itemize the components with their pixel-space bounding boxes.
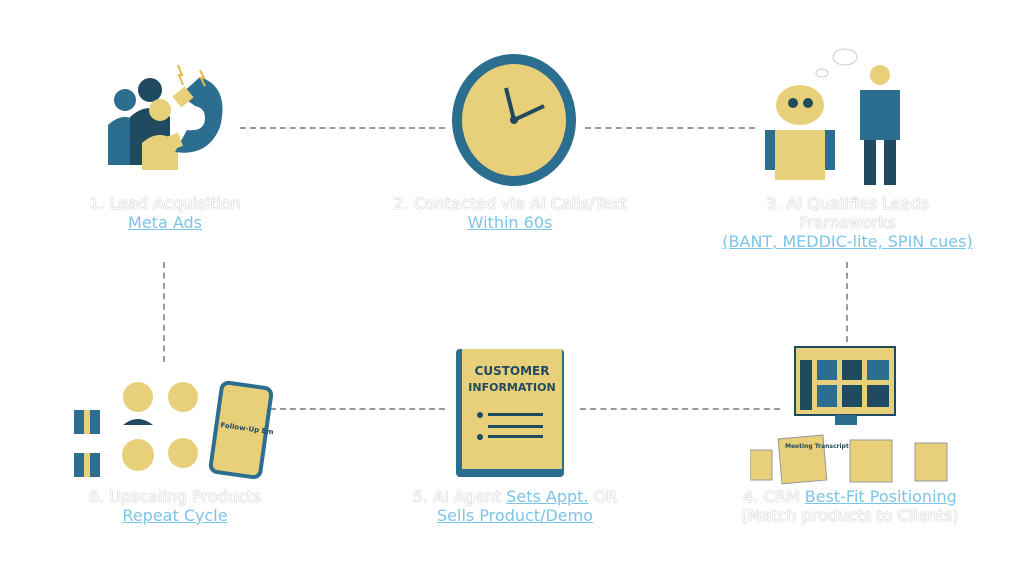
step-1-link-meta-ads[interactable]: Meta Ads (128, 213, 202, 232)
step-4-prefix: 4. CRM (743, 487, 800, 506)
step-2-link-within-60s[interactable]: Within 60s (467, 213, 553, 232)
step-3-title: 3. AI Qualifies Leads (766, 194, 929, 213)
step-5-or: OR (593, 487, 618, 506)
connector-3-4 (846, 262, 848, 342)
step-3-subtitle: Frameworks (799, 213, 896, 232)
step-5-label: 5. AI Agent Sets Appt. OR Sells Product/… (370, 487, 660, 525)
step-5-link-sets-appt[interactable]: Sets Appt. (506, 487, 589, 506)
step-3-link-frameworks[interactable]: (BANT, MEDDIC-lite, SPIN cues) (722, 232, 973, 251)
step-1-title: 1. Lead Acquisition (89, 194, 241, 213)
step-2-title: 2. Contacted via AI Calls/Text (393, 194, 627, 213)
step-6-link-repeat-cycle[interactable]: Repeat Cycle (122, 506, 228, 525)
robot-and-salesman-icon (765, 48, 900, 185)
step-5-prefix: 5. AI Agent (412, 487, 502, 506)
connector-5-6 (270, 408, 445, 410)
upsell-customers-phone-icon: Follow-Up Email (74, 380, 273, 480)
magnet-people-icon (108, 64, 223, 170)
step-3-label: 3. AI Qualifies Leads Frameworks (BANT, … (700, 194, 995, 251)
step-4-link-best-fit[interactable]: Best-Fit Positioning (804, 487, 957, 506)
connector-1-2 (240, 127, 445, 129)
book-title-line-1: CUSTOMER (475, 364, 550, 378)
step-2-label: 2. Contacted via AI Calls/Text Within 60… (360, 194, 660, 232)
step-6-title: 6. Upscaling Products (88, 487, 262, 506)
connector-6-1 (163, 262, 165, 362)
clock-icon (452, 54, 576, 186)
step-1-label: 1. Lead Acquisition Meta Ads (60, 194, 270, 232)
connector-2-3 (585, 127, 755, 129)
crm-dashboard-icon: Meeting Transcript (750, 346, 948, 485)
connector-4-5 (580, 408, 780, 410)
step-5-link-sells-product[interactable]: Sells Product/Demo (437, 506, 593, 525)
step-4-label: 4. CRM Best-Fit Positioning (Match produ… (710, 487, 990, 525)
customer-information-book-icon: CUSTOMER INFORMATION (456, 349, 564, 477)
step-4-subtitle: (Match products to Clients) (741, 506, 959, 525)
step-6-label: 6. Upscaling Products Repeat Cycle (60, 487, 290, 525)
book-title-line-2: INFORMATION (468, 381, 555, 394)
meeting-transcript-text: Meeting Transcript (785, 443, 849, 450)
